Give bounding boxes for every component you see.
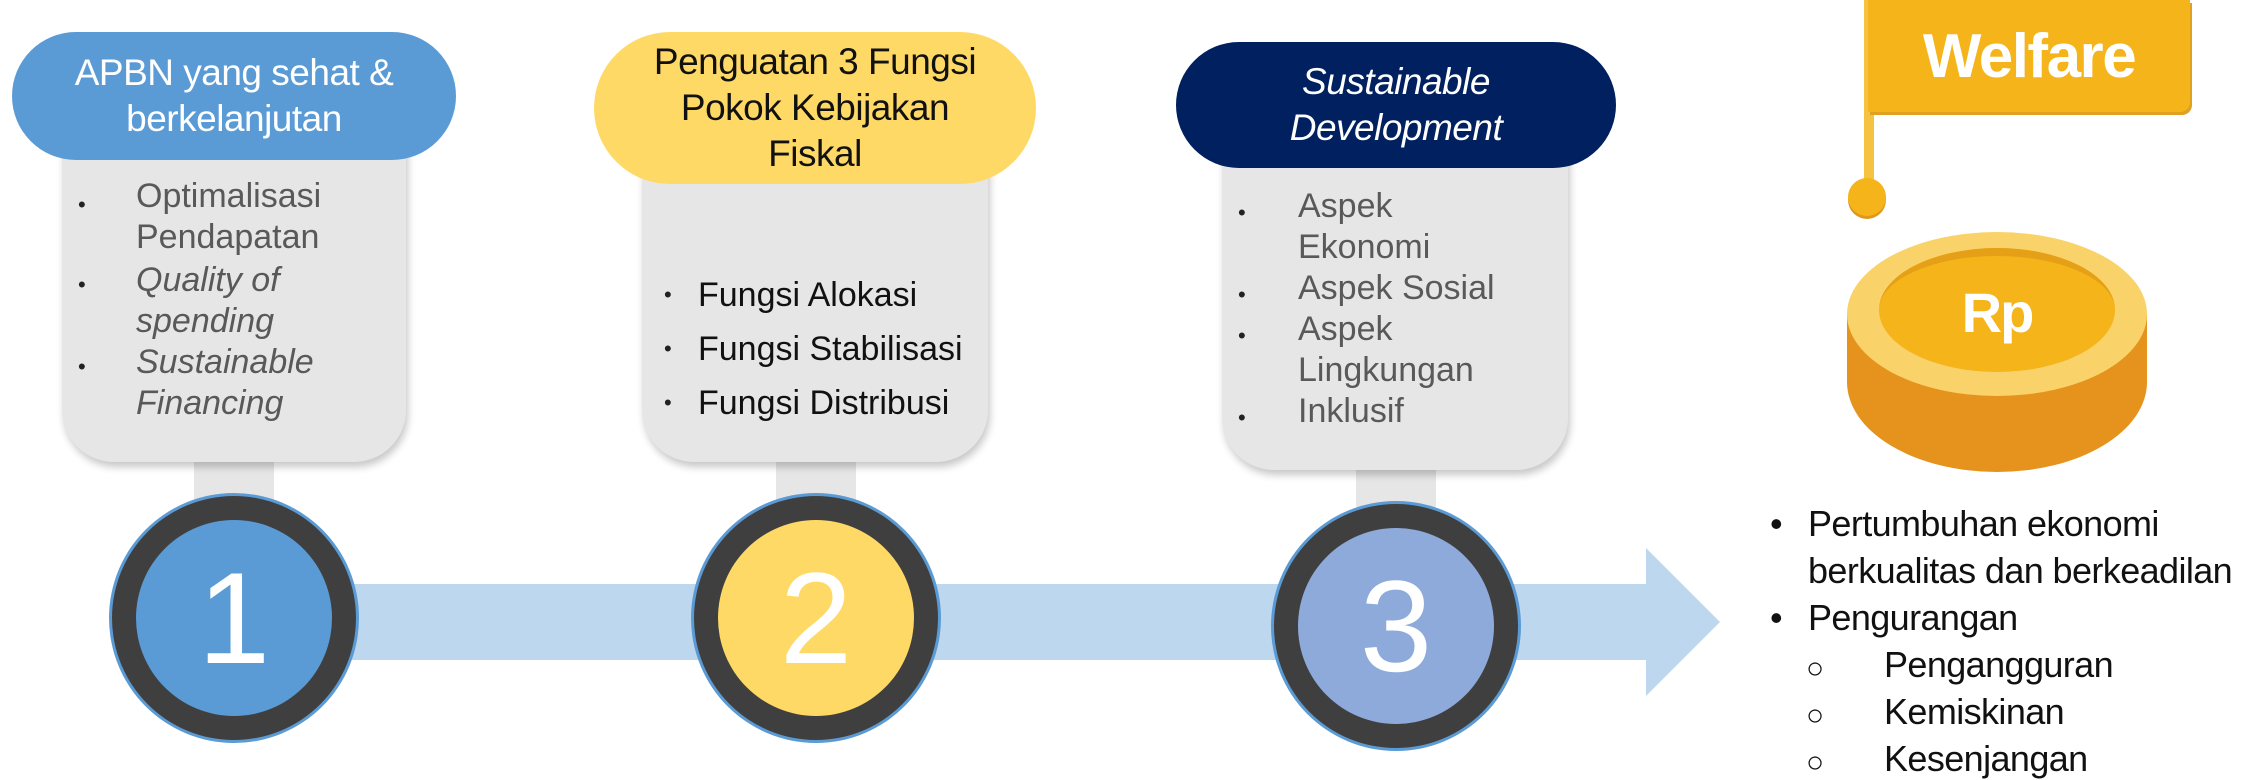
step-2-title-line2: Pokok Kebijakan xyxy=(680,87,950,128)
list-item: • Aspek Ekonomi xyxy=(1234,186,1554,268)
step-2-title-line1: Penguatan 3 Fungsi xyxy=(653,41,977,82)
step-3-card xyxy=(1222,120,1568,470)
step-1-list: • Optimalisasi Pendapatan • Quality of s… xyxy=(74,176,374,424)
list-item-line1: Pertumbuhan ekonomi xyxy=(1808,503,2159,544)
step-3-title-line1: Sustainable xyxy=(1302,61,1490,102)
sub-list-item-label: Pengangguran xyxy=(1884,644,2114,685)
bullet-icon: • xyxy=(78,272,86,297)
welfare-flag-label: Welfare xyxy=(1922,21,2137,91)
list-item-line1: Inklusif xyxy=(1298,392,1404,430)
list-item-line1: Sustainable xyxy=(136,343,314,381)
bullet-icon: • xyxy=(1238,405,1246,430)
list-item: • Fungsi Stabilisasi xyxy=(660,322,980,376)
list-item-line1: Pengurangan xyxy=(1808,597,2018,638)
timeline-arrow-head xyxy=(1646,548,1720,696)
list-item: • Optimalisasi Pendapatan xyxy=(74,176,374,260)
step-2-title: Penguatan 3 Fungsi Pokok Kebijakan Fiska… xyxy=(594,32,1036,184)
list-item: • Aspek Lingkungan xyxy=(1234,309,1554,391)
list-item: • Aspek Sosial xyxy=(1234,268,1554,309)
list-item-line2: berkualitas dan berkeadilan xyxy=(1808,550,2233,591)
list-item-line2: Financing xyxy=(136,384,284,422)
bullet-icon: • xyxy=(78,192,86,217)
list-item-line1: Quality of xyxy=(136,261,280,299)
step-2-list: • Fungsi Alokasi • Fungsi Stabilisasi • … xyxy=(660,268,980,430)
list-item-line2: spending xyxy=(136,302,275,340)
list-item-line1: Aspek xyxy=(1298,310,1393,348)
list-item-line1: Aspek xyxy=(1298,187,1393,225)
list-item-label: Fungsi Distribusi xyxy=(698,384,950,422)
step-3-title-line2: Development xyxy=(1289,107,1503,148)
list-item-label: Fungsi Alokasi xyxy=(698,276,918,314)
step-3-title: Sustainable Development xyxy=(1176,42,1616,168)
bullet-icon: • xyxy=(664,390,672,415)
bullet-icon: • xyxy=(1238,200,1246,225)
bullet-icon: • xyxy=(1770,597,1783,638)
coin-stack-icon: Rp xyxy=(1847,232,2147,472)
step-3-list: • Aspek Ekonomi • Aspek Sosial • Aspek L… xyxy=(1234,186,1554,432)
list-item-line2: Lingkungan xyxy=(1298,351,1474,389)
step-2-number: 2 xyxy=(718,520,914,716)
list-item-line1: Aspek Sosial xyxy=(1298,269,1495,307)
list-item: • Quality of spending xyxy=(74,260,374,342)
sub-list-item-label: Kemiskinan xyxy=(1884,691,2065,732)
list-item: • Inklusif xyxy=(1234,391,1554,432)
circle-bullet-icon: ○ xyxy=(1806,746,1824,779)
bullet-icon: • xyxy=(1770,503,1783,544)
list-item: • Fungsi Alokasi xyxy=(660,268,980,322)
circle-bullet-icon: ○ xyxy=(1806,652,1824,685)
circle-bullet-icon: ○ xyxy=(1806,699,1824,732)
list-item: • Sustainable Financing xyxy=(74,342,374,424)
step-3-number: 3 xyxy=(1298,528,1494,724)
step-1-title-line1: APBN yang sehat & xyxy=(74,52,394,93)
step-1-card xyxy=(62,110,406,462)
step-2-card xyxy=(642,140,988,462)
bullet-icon: • xyxy=(664,282,672,307)
bullet-icon: • xyxy=(78,354,86,379)
list-item-line2: Pendapatan xyxy=(136,218,320,256)
list-item-line2: Ekonomi xyxy=(1298,228,1431,266)
flag-base-icon xyxy=(1848,178,1886,216)
bullet-icon: • xyxy=(1238,323,1246,348)
list-item-line1: Optimalisasi xyxy=(136,177,322,215)
bullet-icon: • xyxy=(1238,282,1246,307)
welfare-flag: Welfare xyxy=(1868,0,2190,112)
step-2-title-line3: Fiskal xyxy=(768,133,862,174)
coin-label: Rp xyxy=(1962,281,2033,344)
step-1-number: 1 xyxy=(136,520,332,716)
step-1-title-line2: berkelanjutan xyxy=(126,98,342,139)
coin-icon: Rp xyxy=(1846,232,2148,482)
list-item: • Fungsi Distribusi xyxy=(660,376,980,430)
sub-list-item-label: Kesenjangan xyxy=(1884,738,2088,779)
list-item-label: Fungsi Stabilisasi xyxy=(698,330,963,368)
bullet-icon: • xyxy=(664,336,672,361)
step-1-title: APBN yang sehat & berkelanjutan xyxy=(12,32,456,160)
